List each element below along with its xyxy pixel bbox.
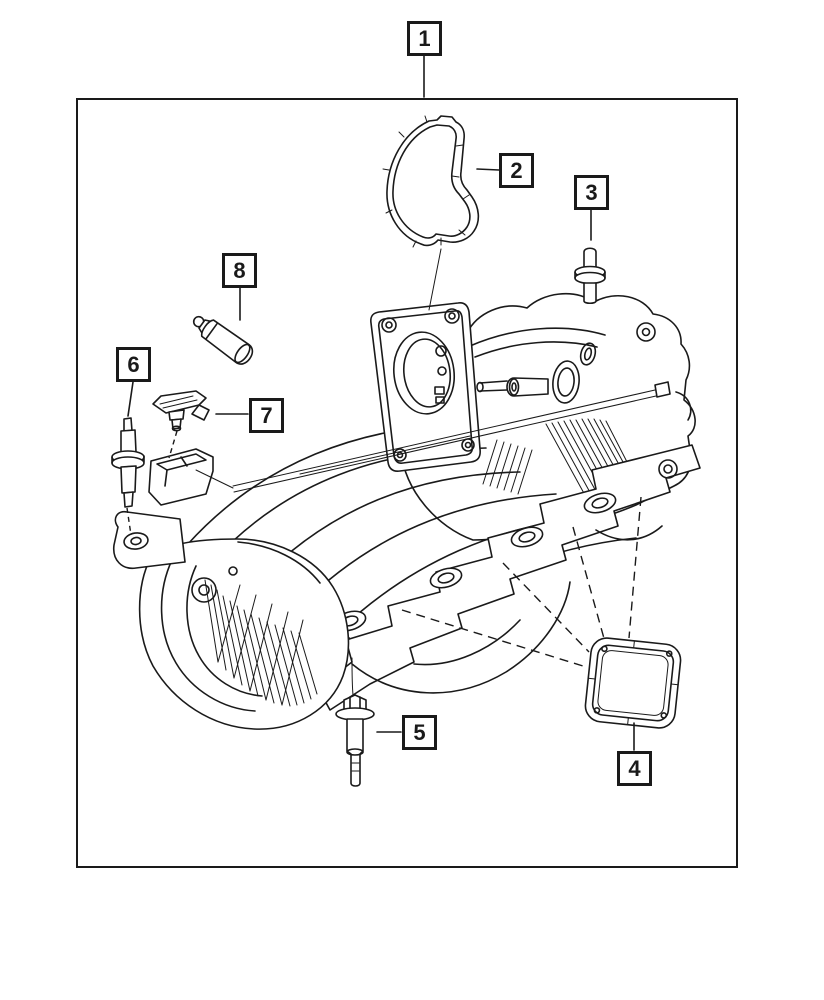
callout-5-number: 5 xyxy=(413,719,426,745)
callout-4[interactable]: 4 xyxy=(617,751,652,786)
callout-3[interactable]: 3 xyxy=(574,175,609,210)
callout-4-number: 4 xyxy=(628,755,641,781)
callout-1-number: 1 xyxy=(418,25,431,51)
callout-6[interactable]: 6 xyxy=(116,347,151,382)
callout-1[interactable]: 1 xyxy=(407,21,442,56)
callout-2[interactable]: 2 xyxy=(499,153,534,188)
callout-8-number: 8 xyxy=(233,257,246,283)
callout-6-number: 6 xyxy=(127,351,140,377)
callout-3-number: 3 xyxy=(585,179,598,205)
callout-5[interactable]: 5 xyxy=(402,715,437,750)
callout-2-number: 2 xyxy=(510,157,523,183)
callout-7[interactable]: 7 xyxy=(249,398,284,433)
diagram-frame xyxy=(76,98,738,868)
callout-8[interactable]: 8 xyxy=(222,253,257,288)
callout-7-number: 7 xyxy=(260,402,273,428)
